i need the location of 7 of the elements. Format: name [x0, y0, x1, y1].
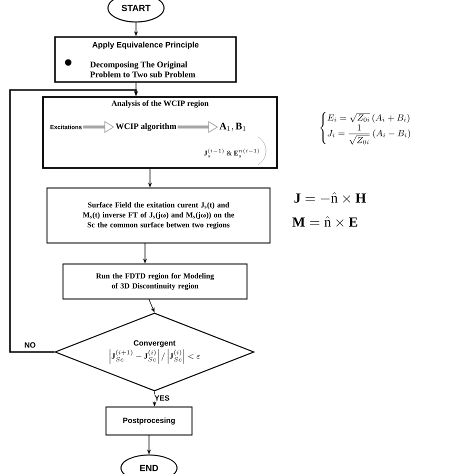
output-label: $\mathbf{A}_{1}, \mathbf{B}_{1}$ [220, 122, 246, 132]
equation: $\begin{cases} E_{i} = \sqrt{Z_{0i}}\,(A_{i} + B_{i}) \\ J_{i} = \dfrac{1}{\sqrt{Z_{0i}}}\,(A_{i} - B_{i}) \end{cases}$ [320, 112, 410, 145]
equation: $\mathbf{M} = \hat{\mathrm{n}} \times \mathbf{E}$ [292, 216, 358, 227]
arrow [9, 89, 138, 353]
equation: $\mathbf{J} = -\hat{\mathrm{n}} \times \mathbf{H}$ [294, 192, 366, 203]
algorithm-label: WCIP algorithm [116, 123, 176, 131]
formula-label: $\mathbf{J}_{s}^{(i-1)}\ \&\ \mathbf{E}_{s}^{n(i-1)}$ [204, 148, 259, 158]
